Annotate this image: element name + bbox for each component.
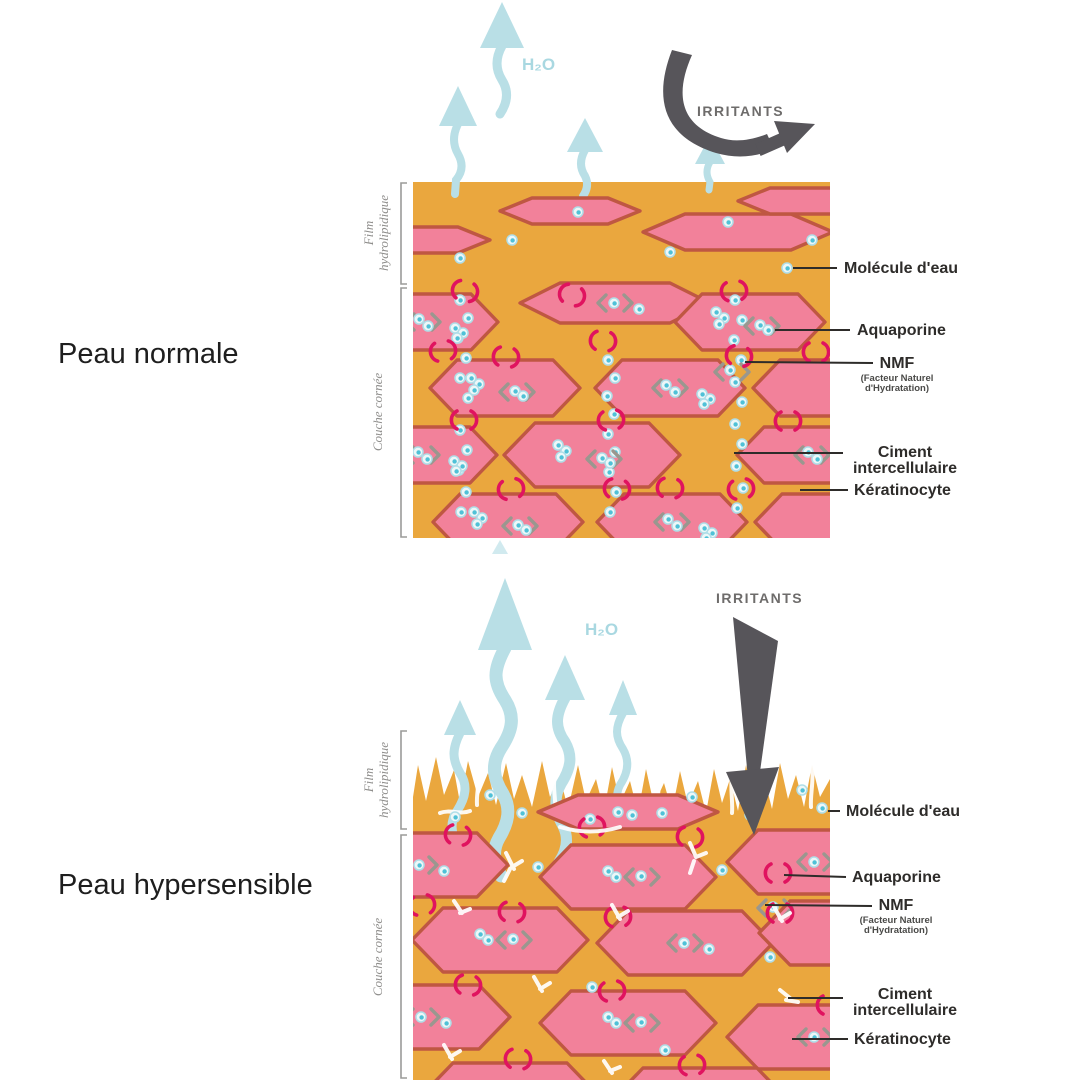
film-layer-label: Film <box>361 768 376 794</box>
panel-title-hypersensitive-skin: Peau hypersensible <box>58 869 313 901</box>
film-layer-label-2: hydrolipidique <box>376 742 391 818</box>
normal-skin-diagram: H₂O IRRITANTS <box>361 2 958 554</box>
nmf-sub-label-2: d'Hydratation) <box>865 383 929 394</box>
h2o-label: H₂O <box>585 620 618 639</box>
faded-water-arrow-fragment <box>492 540 508 554</box>
panel-title-normal-skin: Peau normale <box>58 338 239 370</box>
irritants-penetrating-arrow-icon <box>726 617 779 835</box>
intercellular-cracks <box>442 825 800 1075</box>
keratinocyte-label: Kératinocyte <box>854 482 951 499</box>
ciment-label-1: Ciment <box>878 986 933 1003</box>
aquaporine-label: Aquaporine <box>852 869 941 886</box>
aquaporine-label: Aquaporine <box>857 322 946 339</box>
layer-brackets: Film hydrolipidique Couche cornée <box>361 182 407 538</box>
ciment-label-2: intercellulaire <box>853 460 957 477</box>
keratinocyte-label: Kératinocyte <box>854 1031 951 1048</box>
annotations: Molécule d'eau Aquaporine NMF (Facteur N… <box>734 260 958 499</box>
hypersensitive-skin-diagram: H₂O <box>361 578 960 1080</box>
nmf-sub-label-1: (Facteur Naturel <box>860 915 933 926</box>
nmf-label: NMF <box>879 897 914 914</box>
nmf-label: NMF <box>880 355 915 372</box>
stratum-layer-label: Couche cornée <box>370 918 385 997</box>
h2o-label: H₂O <box>522 55 555 74</box>
nmf-sub-label-2: d'Hydratation) <box>864 925 928 936</box>
layer-brackets: Film hydrolipidique Couche cornée <box>361 730 407 1079</box>
stratum-layer-label: Couche cornée <box>370 373 385 452</box>
molecule-label: Molécule d'eau <box>844 260 958 277</box>
stratum-corneum-cells <box>413 784 830 1080</box>
irritants-deflected-arrow-icon <box>663 50 815 157</box>
ciment-label-2: intercellulaire <box>853 1002 957 1019</box>
ciment-label-1: Ciment <box>878 444 933 461</box>
film-layer-label: Film <box>361 221 376 247</box>
nmf-sub-label-1: (Facteur Naturel <box>861 373 934 384</box>
irritants-label: IRRITANTS <box>716 590 803 606</box>
annotations: Molécule d'eau Aquaporine NMF (Facteur N… <box>764 802 960 1048</box>
film-layer-label-2: hydrolipidique <box>376 195 391 271</box>
irritants-label: IRRITANTS <box>697 103 784 119</box>
h2o-evaporation-arrows-icon <box>439 2 725 200</box>
molecule-label: Molécule d'eau <box>846 803 960 820</box>
